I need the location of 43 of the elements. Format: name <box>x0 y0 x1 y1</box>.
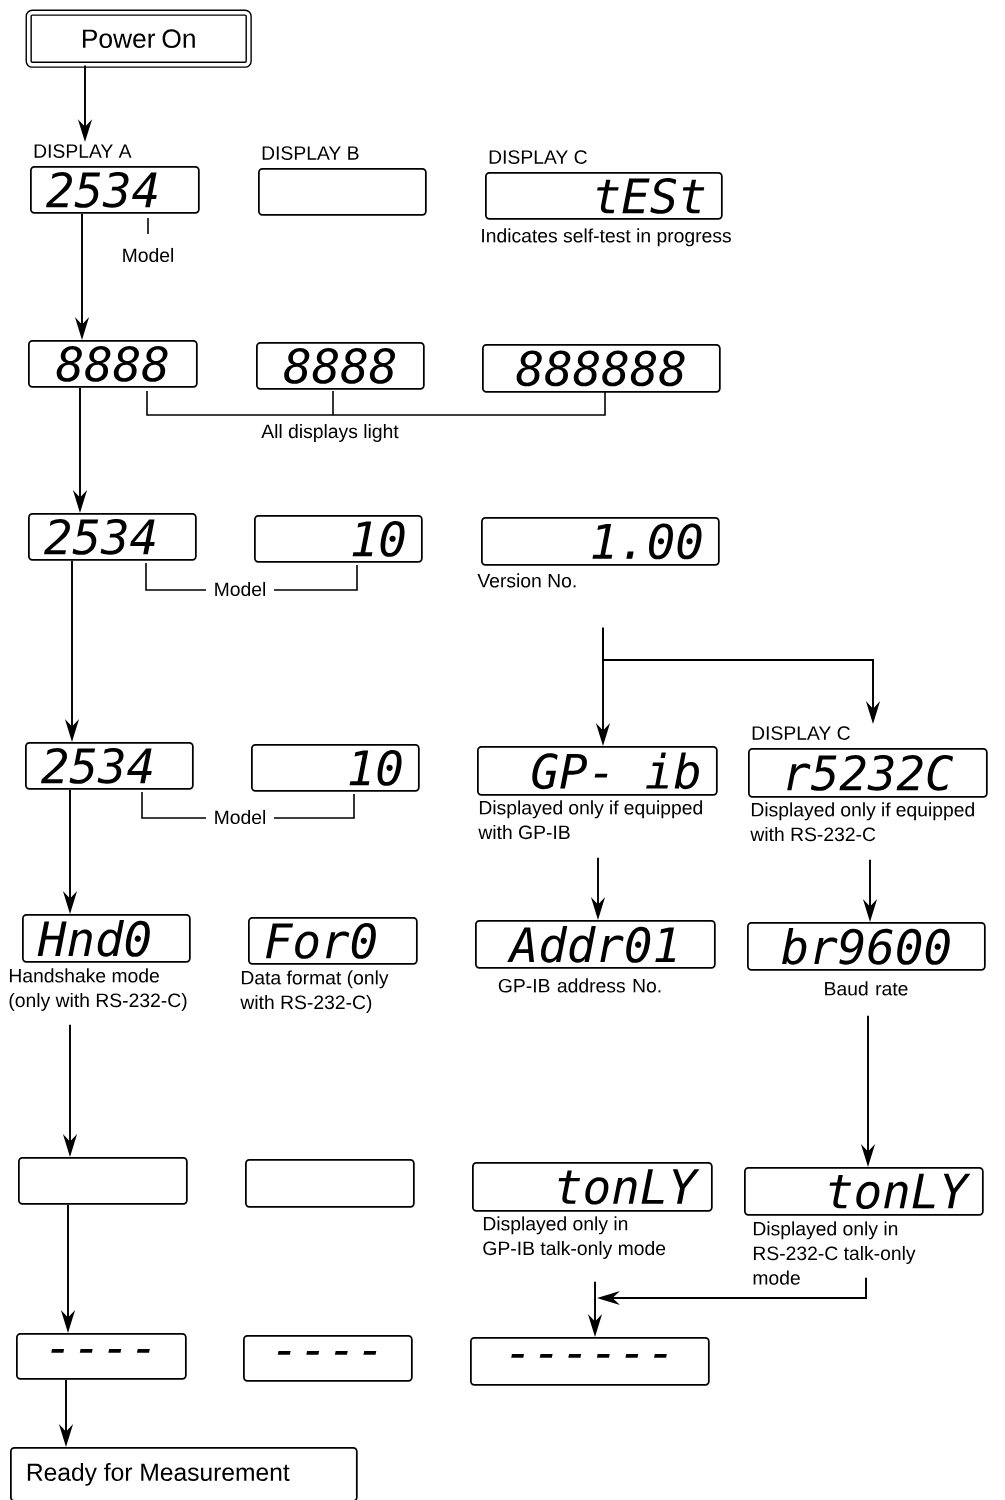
display-box: tESt <box>485 172 723 220</box>
display-box: ------ <box>470 1337 710 1386</box>
annotation: All displays light <box>261 424 399 442</box>
display-box: 10 <box>251 744 420 792</box>
display-box: 8888 <box>256 342 425 390</box>
start-box: Power On <box>25 9 252 68</box>
end-box: Ready for Measurement <box>10 1447 358 1500</box>
node-label: Displayed only if equipped with GP-IB <box>478 800 702 840</box>
annotation: Model <box>215 809 265 825</box>
display-box: br9600 <box>747 922 986 971</box>
annotation: Model <box>123 247 173 263</box>
node-label: Displayed only in GP-IB talk-only mode <box>483 1216 666 1259</box>
blank-display-box <box>18 1157 188 1205</box>
node-label: Handshake mode (only with RS-232-C) <box>9 968 187 1011</box>
annotation: Model <box>215 581 265 597</box>
display-box: 2534 <box>28 513 197 561</box>
display-box: 1.00 <box>481 517 720 566</box>
display-box: r5232C <box>748 748 988 798</box>
column-heading: DISPLAY C <box>752 726 850 740</box>
display-box: 2534 <box>25 742 194 790</box>
node-label: Data format (only with RS-232-C) <box>240 970 389 1013</box>
display-box: For0 <box>248 917 418 965</box>
display-box: 888888 <box>482 344 721 393</box>
column-heading: DISPLAY B <box>262 146 359 160</box>
display-box: 8888 <box>28 340 198 388</box>
display-box: ---- <box>243 1335 413 1382</box>
node-label: Displayed only in RS-232-C talk-only mode <box>753 1221 916 1285</box>
display-box: 2534 <box>30 166 200 214</box>
column-heading: DISPLAY C <box>489 150 587 164</box>
display-box: 10 <box>254 515 423 563</box>
node-label: Version No. <box>477 573 576 588</box>
display-box: Addr01 <box>475 920 716 969</box>
node-label: Displayed only if equipped with RS-232-C <box>750 802 974 842</box>
column-heading: DISPLAY A <box>34 144 132 158</box>
display-box: tonLY <box>744 1167 984 1216</box>
node-label: Baud rate <box>825 981 908 996</box>
display-box: Hnd0 <box>22 914 191 963</box>
display-box: tonLY <box>472 1162 713 1212</box>
node-label: GP-IB address No. <box>498 978 661 993</box>
node-label: Indicates self-test in progress <box>482 228 731 247</box>
display-box: ---- <box>16 1333 187 1380</box>
blank-display-box <box>245 1159 415 1208</box>
display-box: GP- ib <box>477 746 718 796</box>
